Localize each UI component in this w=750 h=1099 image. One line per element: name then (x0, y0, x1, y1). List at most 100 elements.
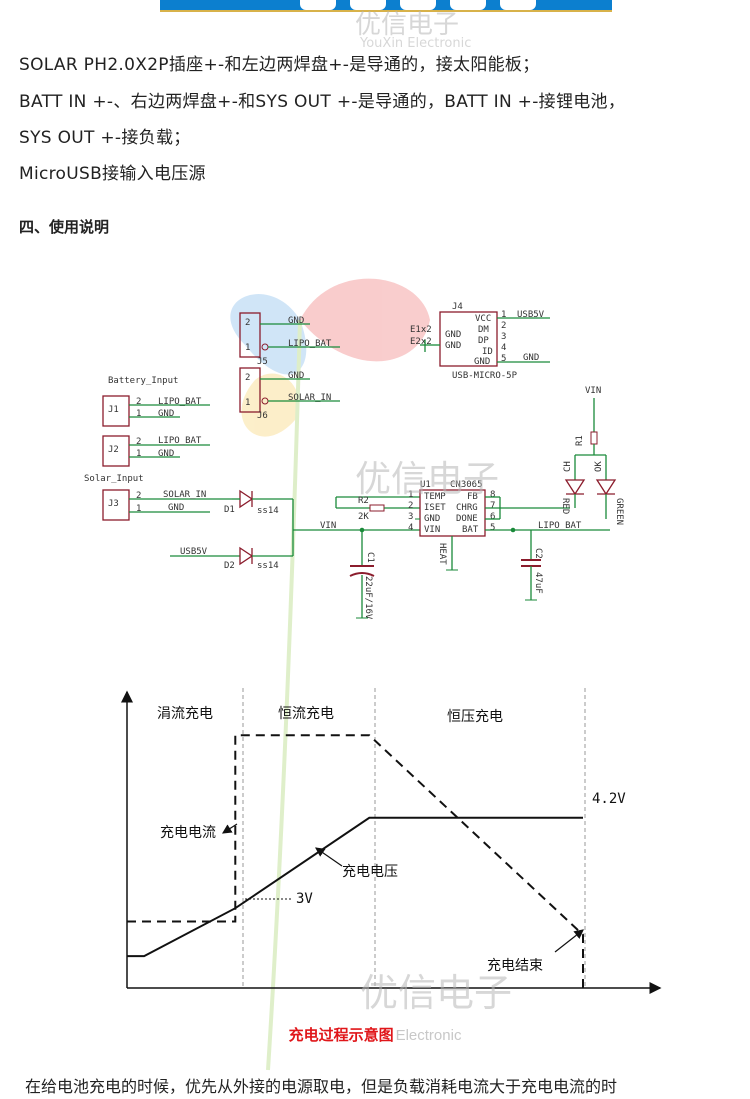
j4-side-net1: E1x2 (410, 325, 432, 335)
svg-text:2: 2 (136, 397, 141, 407)
j5-pin1-num: 1 (245, 343, 250, 353)
j4-num-3: 3 (501, 332, 506, 342)
u1-pin-temp: TEMP (424, 492, 446, 502)
u1-num-4: 4 (408, 523, 413, 533)
svg-text:2: 2 (136, 437, 141, 447)
j3-body (102, 489, 130, 521)
annotation-3v: 3V (296, 891, 313, 907)
u1-num-3: 3 (408, 512, 413, 522)
watermark-cn-top: 优信电子 (355, 10, 460, 40)
j3-pin2-net: SOLAR_IN (163, 490, 206, 500)
j6-pin2-num: 2 (245, 373, 250, 383)
d1-ref: D1 (224, 505, 235, 515)
voltage-arrow (315, 847, 343, 867)
j4-side-gnd2: GND (445, 341, 461, 351)
j4-num-5: 5 (501, 354, 506, 364)
board-pad (400, 0, 436, 10)
r1-ref: R1 (575, 435, 585, 446)
paragraph-line-2: BATT IN +-、右边两焊盘+-和SYS OUT +-是导通的，BATT I… (19, 92, 626, 112)
j4-ref: J4 (452, 302, 463, 312)
j4-pin-gnd: GND (474, 357, 490, 367)
solar-input-label: Solar_Input (84, 474, 144, 484)
j4-num-1: 1 (501, 310, 506, 320)
j6-pin1-num: 1 (245, 398, 250, 408)
bottom-paragraph: 在给电池充电的时候，优先从外接的电源取电，但是负载消耗电流大于充电电流的时 (25, 1077, 618, 1096)
j1-ref: J1 (108, 405, 119, 415)
schematic-diagram: 2 1 GND LIPO_BAT J5 2 1 GND SOLAR_IN J6 … (84, 302, 624, 620)
board-photo-strip (160, 0, 612, 12)
u1-num-7: 7 (490, 501, 495, 511)
r1-body (590, 431, 598, 445)
svg-text:1: 1 (136, 409, 141, 419)
watermark-cn-mid: 优信电子 (355, 459, 500, 500)
caption-watermark: Electronic (395, 1027, 462, 1044)
phase-label-cc: 恒流充电 (278, 706, 334, 722)
u1-pin-bat: BAT (462, 525, 479, 535)
d2-diode (239, 546, 254, 566)
j6-pin2-net: GND (288, 371, 304, 381)
current-label: 充电电流 (160, 825, 216, 841)
j4-side-net2: E2x2 (410, 337, 432, 347)
j5-pin2-net: GND (288, 316, 304, 326)
j4-pin-dp: DP (478, 336, 489, 346)
board-pad (450, 0, 486, 10)
lipo-net-label: LIPO_BAT (538, 521, 582, 531)
u1-num-8: 8 (490, 490, 495, 500)
series-line-current (127, 734, 584, 988)
j5-connector-body (239, 312, 261, 358)
j4-usb-body (439, 311, 498, 367)
u1-num-2: 2 (408, 501, 413, 511)
d2-ref: D2 (224, 561, 235, 571)
j4-num-2: 2 (501, 321, 506, 331)
annotation-4-2v: 4.2V (592, 791, 626, 807)
svg-text:1: 1 (136, 504, 141, 514)
u1-num-6: 6 (490, 512, 495, 522)
vin-net-label: VIN (320, 521, 336, 531)
u1-pin-chrg: CHRG (456, 503, 478, 513)
j5-pin2-num: 2 (245, 318, 250, 328)
j4-pin-dm: DM (478, 325, 489, 335)
j3-pin1-net: GND (168, 503, 184, 513)
j4-pin-vcc: VCC (475, 314, 491, 324)
r2-ref: R2 (358, 496, 369, 506)
u1-num-5: 5 (490, 523, 495, 533)
phase-label-cv: 恒压充电 (447, 709, 503, 725)
j3-ref: J3 (108, 499, 119, 509)
j6-connector-body (239, 367, 261, 413)
usb-net-label: USB5V (180, 547, 208, 557)
chart-caption-text: 充电过程示意图 (288, 1026, 394, 1044)
c2-value: 47uF (533, 572, 543, 594)
u1-pin-vin: VIN (424, 525, 440, 535)
u1-pin-fb: FB (467, 492, 478, 502)
paragraph-line-3: SYS OUT +-接负载； (19, 128, 191, 148)
j2-body (102, 435, 130, 467)
j1-pin1-net: GND (158, 409, 174, 419)
u1-ref: U1 (420, 480, 431, 490)
j6-ref: J6 (257, 411, 268, 421)
vin-top-label: VIN (585, 386, 601, 396)
d1-part: ss14 (257, 506, 279, 516)
svg-text:2: 2 (136, 491, 141, 501)
j1-pin2-net: LIPO_BAT (158, 397, 202, 407)
j1-body (102, 395, 130, 427)
u1-part: CN3065 (450, 480, 483, 490)
r2-body (369, 504, 385, 512)
j4-net-gnd: GND (523, 353, 539, 363)
phase-label-trickle: 涓流充电 (157, 706, 213, 722)
led-ch (564, 479, 586, 496)
c2-ref: C2 (533, 548, 543, 559)
board-pad (350, 0, 386, 10)
c1-ref: C1 (365, 552, 375, 563)
u1-num-1: 1 (408, 490, 413, 500)
j5-ref: J5 (257, 357, 268, 367)
j6-pin1-net: SOLAR_IN (288, 393, 331, 403)
u1-pin-gnd: GND (424, 514, 440, 524)
led-ch-color: RED (560, 498, 570, 514)
j2-pin1-net: GND (158, 449, 174, 459)
watermark-en-top: YouXin Electronic (360, 36, 472, 51)
j5-pin1-net: LIPO_BAT (288, 339, 332, 349)
led-ok (595, 479, 617, 496)
section-heading: 四、使用说明 (19, 218, 110, 236)
